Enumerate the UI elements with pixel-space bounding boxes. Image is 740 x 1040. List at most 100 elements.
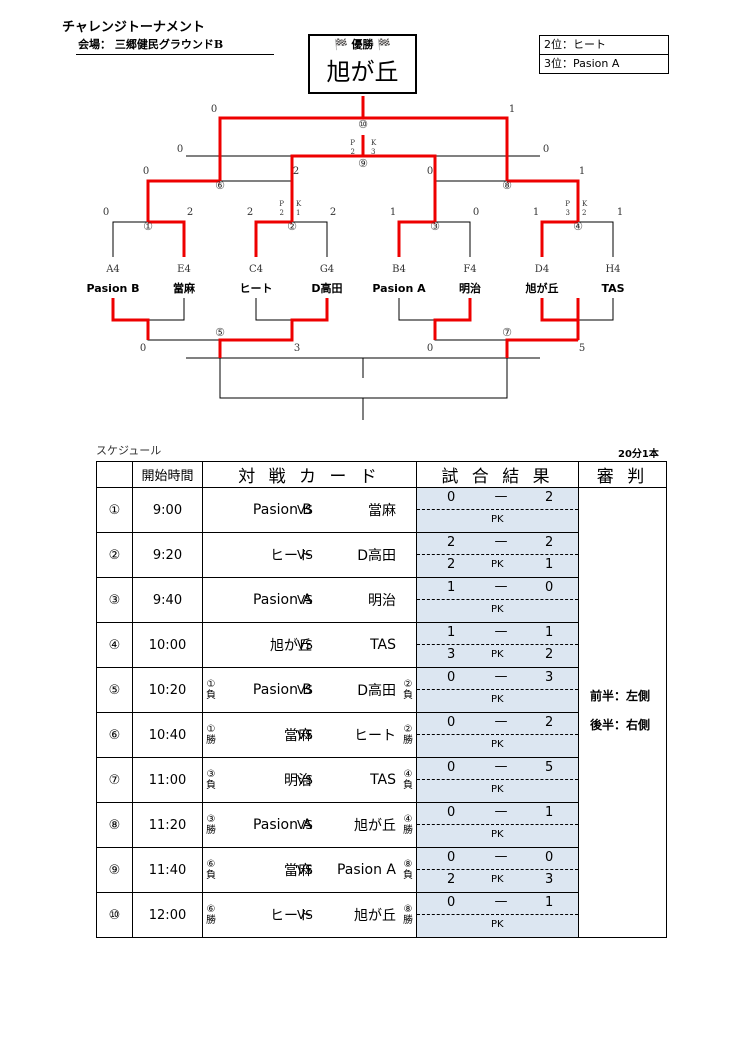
venue-label: 会場： 三郷健民グラウンドB — [78, 38, 224, 51]
score-dash: — — [494, 489, 508, 504]
match-number: ⑦ — [96, 757, 133, 803]
pk-score-a: 2 — [447, 872, 456, 887]
winner-label: 🏁 優勝 🏁 — [333, 38, 392, 51]
match-time: 10:00 — [132, 622, 203, 668]
bracket-score: 0 — [473, 207, 479, 218]
pk-label: P — [350, 139, 355, 147]
tournament-title: チャレンジトーナメント — [62, 20, 205, 35]
ranking-box: 2位：ヒート 3位：Pasion A — [539, 35, 669, 74]
vs-label: VS — [297, 683, 313, 697]
seed-b: ②負 — [403, 679, 413, 701]
bracket-score: 0 — [140, 343, 146, 354]
score-dash: — — [494, 579, 508, 594]
slot-label: G4 — [320, 264, 334, 275]
slot-label: H4 — [605, 264, 620, 275]
team-label: ヒート — [240, 282, 273, 295]
result-divider — [417, 824, 578, 825]
score-a: 0 — [447, 715, 456, 730]
bracket-score: 2 — [330, 207, 336, 218]
bracket-score: 0 — [427, 166, 433, 177]
score-b: 0 — [545, 850, 554, 865]
vs-label: VS — [297, 728, 313, 742]
result-divider — [417, 734, 578, 735]
result-divider — [417, 554, 578, 555]
header-start-time: 開始時間 — [132, 461, 203, 488]
bracket-score: 0 — [143, 166, 149, 177]
vs-label: VS — [297, 548, 313, 562]
seed-b: ④負 — [403, 769, 413, 791]
match-number: ⑩ — [96, 892, 133, 938]
pk-score-a: 3 — [447, 647, 456, 662]
match-time: 9:40 — [132, 577, 203, 623]
score-dash: — — [494, 624, 508, 639]
team-label: 旭が丘 — [525, 281, 559, 295]
header-referee: 審 判 — [578, 461, 667, 488]
slot-label: F4 — [463, 264, 476, 275]
header-match-card: 対 戦 カ ー ド — [202, 461, 417, 488]
bracket-score: 0 — [211, 104, 217, 115]
score-b: 1 — [545, 805, 554, 820]
score-a: 1 — [447, 580, 456, 595]
match-number-label: ⑤ — [215, 326, 225, 339]
team-a: 當麻 — [284, 728, 312, 744]
team-b: ヒート — [354, 728, 396, 744]
score-a: 0 — [447, 760, 456, 775]
pk-score: 3 — [371, 148, 375, 156]
pk-label: PK — [491, 604, 504, 615]
header-result: 試 合 結 果 — [416, 461, 579, 488]
team-a: Pasion A — [252, 592, 312, 608]
winner-box: 🏁 優勝 🏁 旭が丘 — [308, 34, 417, 94]
match-time: 12:00 — [132, 892, 203, 938]
seed-a: ⑥勝 — [206, 904, 216, 926]
match-number-label: ⑨ — [358, 157, 368, 170]
pk-score: 1 — [296, 209, 300, 217]
team-a: Pasion B — [252, 502, 312, 518]
bracket-score: 2 — [293, 166, 299, 177]
vs-label: VS — [297, 863, 313, 877]
match-number-label: ⑩ — [358, 118, 368, 131]
match-number: ① — [96, 487, 133, 533]
team-label: 明治 — [459, 281, 481, 295]
seed-a: ③負 — [206, 769, 216, 791]
score-dash: — — [494, 804, 508, 819]
result-divider — [417, 869, 578, 870]
pk-label: PK — [491, 874, 504, 885]
score-dash: — — [494, 849, 508, 864]
pk-label: PK — [491, 739, 504, 750]
referee-second-half: 後半：右側 — [590, 718, 651, 732]
bracket-score: 1 — [617, 207, 623, 218]
seed-a: ①勝 — [206, 724, 216, 746]
ranking-third: 3位：Pasion A — [540, 54, 668, 73]
team-a: Pasion A — [252, 817, 312, 833]
venue-underline — [76, 54, 274, 55]
team-b: Pasion A — [336, 862, 396, 878]
slot-label: C4 — [249, 264, 263, 275]
score-b: 3 — [545, 670, 554, 685]
slot-label: A4 — [105, 264, 120, 275]
score-a: 1 — [447, 625, 456, 640]
team-label: D高田 — [311, 281, 342, 295]
bracket-score: 0 — [543, 144, 549, 155]
team-b: D高田 — [357, 548, 396, 564]
score-b: 0 — [545, 580, 554, 595]
match-number-label: ⑧ — [502, 179, 512, 192]
bracket-score: 2 — [247, 207, 253, 218]
pk-label: PK — [491, 649, 504, 660]
result-divider — [417, 644, 578, 645]
pk-score: 2 — [351, 148, 355, 156]
team-b: 明治 — [368, 593, 396, 609]
team-label: TAS — [601, 282, 624, 295]
seed-a: ③勝 — [206, 814, 216, 836]
team-b: 旭が丘 — [354, 908, 396, 924]
seed-b: ④勝 — [403, 814, 413, 836]
pk-label: K — [371, 139, 377, 147]
winner-name: 旭が丘 — [326, 58, 399, 86]
